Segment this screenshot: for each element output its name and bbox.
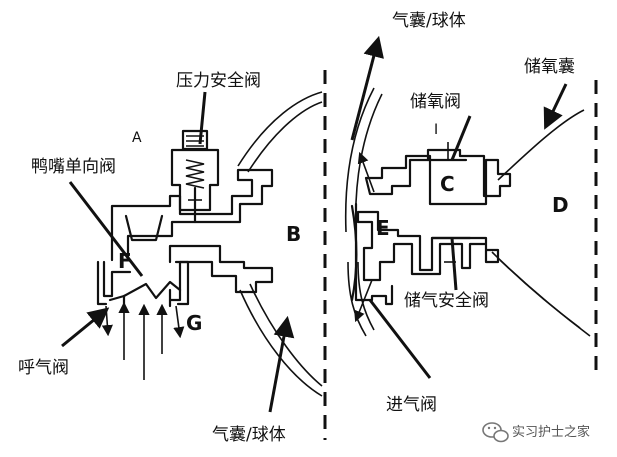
pointer-bag-bottom <box>268 315 295 413</box>
letter-i: I <box>434 122 438 138</box>
letter-g: G <box>186 311 202 335</box>
pointer-exhalation <box>61 307 110 348</box>
duckbill-cup <box>124 214 164 242</box>
pointer-oxygen-reservoir-bag <box>543 83 568 130</box>
label-intake-valve: 进气阀 <box>386 395 437 415</box>
letter-a: A <box>132 130 142 146</box>
valve-upper-body <box>110 168 274 262</box>
intake-valve-body <box>356 210 500 282</box>
label-bag-top: 气囊/球体 <box>392 11 466 31</box>
valve-lower-body <box>168 244 274 302</box>
letter-e: E <box>376 216 390 240</box>
pressure-relief-valve-drawing <box>170 129 220 224</box>
pointer-intake <box>368 299 432 379</box>
pointer-pressure-relief <box>198 91 207 145</box>
pointer-duckbill <box>68 181 144 277</box>
pointer-bag-top <box>350 35 384 141</box>
label-exhalation-valve: 呼气阀 <box>18 358 69 378</box>
letter-f: F <box>118 249 132 273</box>
label-reservoir-relief-valve: 储气安全阀 <box>404 291 489 311</box>
label-oxygen-reservoir-valve: 储氧阀 <box>410 92 461 112</box>
label-bag-bottom: 气囊/球体 <box>212 425 286 445</box>
pointer-oxygen-reservoir-valve <box>450 115 472 161</box>
reservoir-valve-body-upper <box>364 148 512 206</box>
watermark-text: 实习护士之家 <box>512 424 590 440</box>
label-oxygen-reservoir-bag: 储氧囊 <box>524 57 575 77</box>
wechat-icon <box>482 422 509 443</box>
letter-b: B <box>286 222 301 246</box>
letter-c: C <box>440 172 455 196</box>
pointer-reservoir-relief <box>450 237 458 291</box>
label-pressure-relief-valve: 压力安全阀 <box>176 71 261 91</box>
bag-wall-left <box>237 91 323 167</box>
letter-d: D <box>552 193 569 217</box>
label-duckbill-check-valve: 鸭嘴单向阀 <box>31 157 116 177</box>
watermark: 实习护士之家 <box>482 422 590 443</box>
